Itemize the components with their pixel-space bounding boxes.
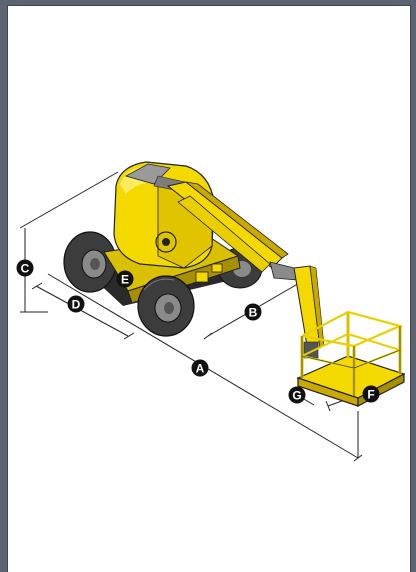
dimension-label-d: D bbox=[67, 295, 85, 313]
dimension-label-e: E bbox=[116, 270, 134, 288]
svg-text:D: D bbox=[72, 298, 81, 312]
dimension-label-c: C bbox=[16, 259, 34, 277]
svg-text:G: G bbox=[292, 389, 301, 403]
svg-text:F: F bbox=[367, 388, 374, 402]
jib-arm bbox=[293, 265, 325, 359]
rear-left-wheel bbox=[63, 231, 117, 293]
document-page: A B C D E F G bbox=[8, 6, 410, 572]
boom-lift-machine bbox=[63, 161, 406, 407]
front-left-wheel bbox=[137, 275, 195, 337]
boom-lift-diagram: A B C D E F G bbox=[16, 161, 406, 462]
dimension-label-f: F bbox=[362, 385, 380, 403]
svg-text:C: C bbox=[21, 262, 30, 276]
svg-text:E: E bbox=[121, 273, 129, 287]
telescopic-boom bbox=[166, 181, 299, 281]
svg-text:B: B bbox=[249, 306, 258, 320]
dimension-label-a: A bbox=[191, 359, 209, 377]
dimension-label-b: B bbox=[244, 303, 262, 321]
dimension-label-g: G bbox=[288, 386, 306, 404]
svg-text:A: A bbox=[196, 362, 205, 376]
